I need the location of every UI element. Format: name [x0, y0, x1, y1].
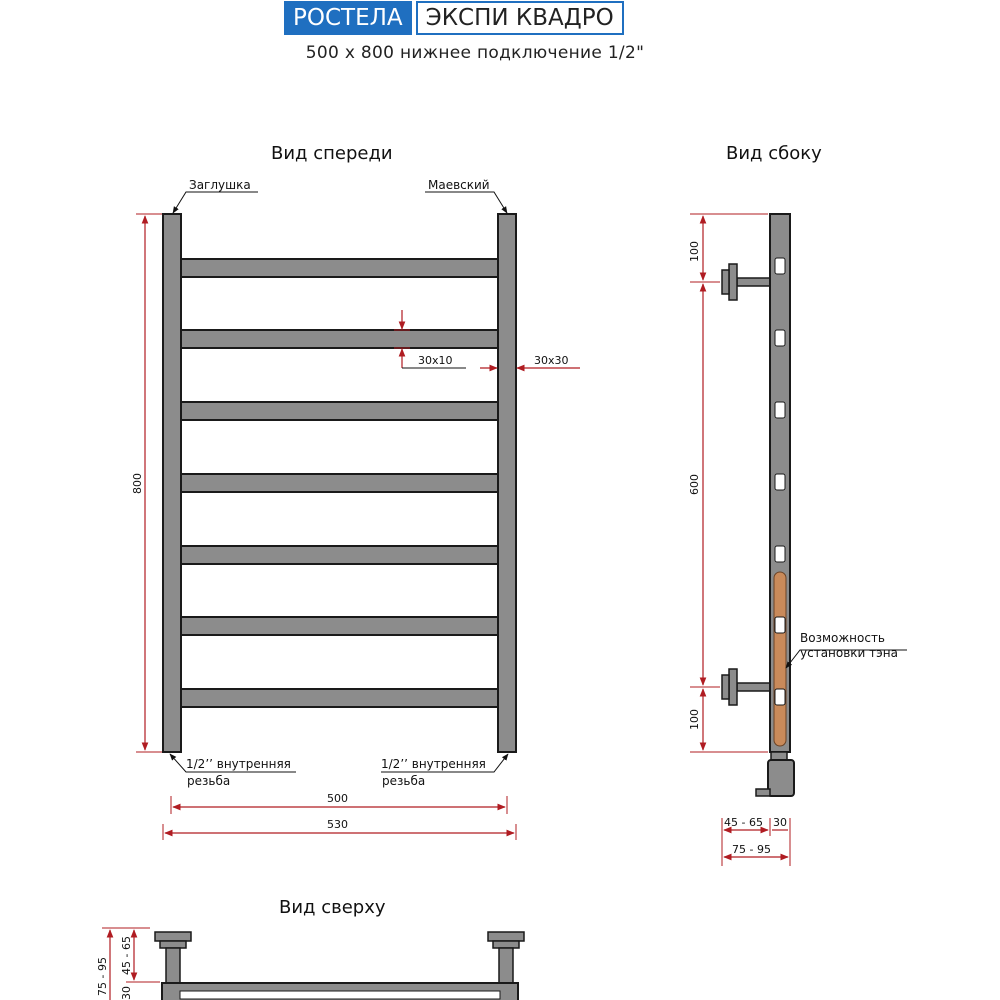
brand-name: РОСТЕЛА [284, 1, 412, 35]
heater-label-line2: установки тэна [800, 646, 898, 660]
top-offset-label: 100 [688, 241, 701, 262]
thread-label-right-line1: 1/2’’ внутренняя [381, 757, 486, 771]
thread-label-left-line2: резьба [187, 774, 230, 788]
top-flange-base-left [159, 940, 187, 949]
top-view-title: Вид сверху [279, 897, 386, 918]
rung [179, 329, 499, 349]
width-outer-label: 530 [327, 818, 348, 831]
rung-ends [774, 257, 786, 706]
height-label: 800 [131, 473, 144, 494]
heater-housing [767, 759, 795, 797]
top-depth-post-label: 30 [120, 986, 133, 1000]
depth-total-label: 75 - 95 [732, 843, 771, 856]
brand-header: РОСТЕЛА ЭКСПИ КВАДРО [284, 1, 624, 35]
heater-label-line1: Возможность [800, 631, 885, 645]
heater-leader [785, 649, 907, 669]
wall-bracket-bottom [721, 668, 771, 706]
center-distance-label: 600 [688, 474, 701, 495]
heater-plug [755, 788, 771, 797]
plug-leader [172, 191, 258, 214]
top-stem-left [165, 947, 181, 984]
side-view-title: Вид сбоку [726, 143, 822, 164]
post-size-label: 30x30 [534, 354, 569, 367]
mayevsky-leader [425, 191, 508, 214]
depth-post-label: 30 [773, 816, 787, 829]
top-view: 75 - 95 30 45 - 65 [96, 927, 525, 1000]
top-depth-bracket-label: 45 - 65 [120, 936, 133, 975]
thread-leader-right [381, 753, 509, 773]
right-post [497, 213, 517, 753]
front-view: Заглушка Маевский 30x10 30x30 800 1/2’’ … [131, 178, 580, 840]
thread-leader-left [169, 753, 296, 773]
thread-label-right-line2: резьба [382, 774, 425, 788]
rung [179, 545, 499, 565]
side-view: 100 600 100 Возможность установки тэна 4… [688, 213, 907, 866]
top-flange-right [487, 931, 525, 942]
top-stem-right [498, 947, 514, 984]
heater-element [773, 571, 787, 747]
plug-label: Заглушка [189, 178, 251, 192]
model-name: ЭКСПИ КВАДРО [415, 1, 624, 35]
rung [179, 688, 499, 708]
mayevsky-label: Маевский [428, 178, 490, 192]
top-flange-base-right [492, 940, 520, 949]
front-view-title: Вид спереди [271, 143, 393, 164]
top-depth-total-label: 75 - 95 [96, 957, 109, 996]
rung [179, 473, 499, 493]
rung [179, 258, 499, 278]
thread-label-left-line1: 1/2’’ внутренняя [186, 757, 291, 771]
width-inner-label: 500 [327, 792, 348, 805]
rungs [179, 258, 499, 708]
depth-bracket-label: 45 - 65 [724, 816, 763, 829]
wall-bracket-top [721, 263, 771, 301]
left-post [162, 213, 182, 753]
top-rung [179, 990, 501, 1000]
product-subtitle: 500 x 800 нижнее подключение 1/2" [305, 43, 645, 63]
bottom-offset-label: 100 [688, 709, 701, 730]
top-flange-left [154, 931, 192, 942]
rung [179, 616, 499, 636]
rung-size-label: 30x10 [418, 354, 453, 367]
rung [179, 401, 499, 421]
heater-fitting [770, 751, 788, 761]
